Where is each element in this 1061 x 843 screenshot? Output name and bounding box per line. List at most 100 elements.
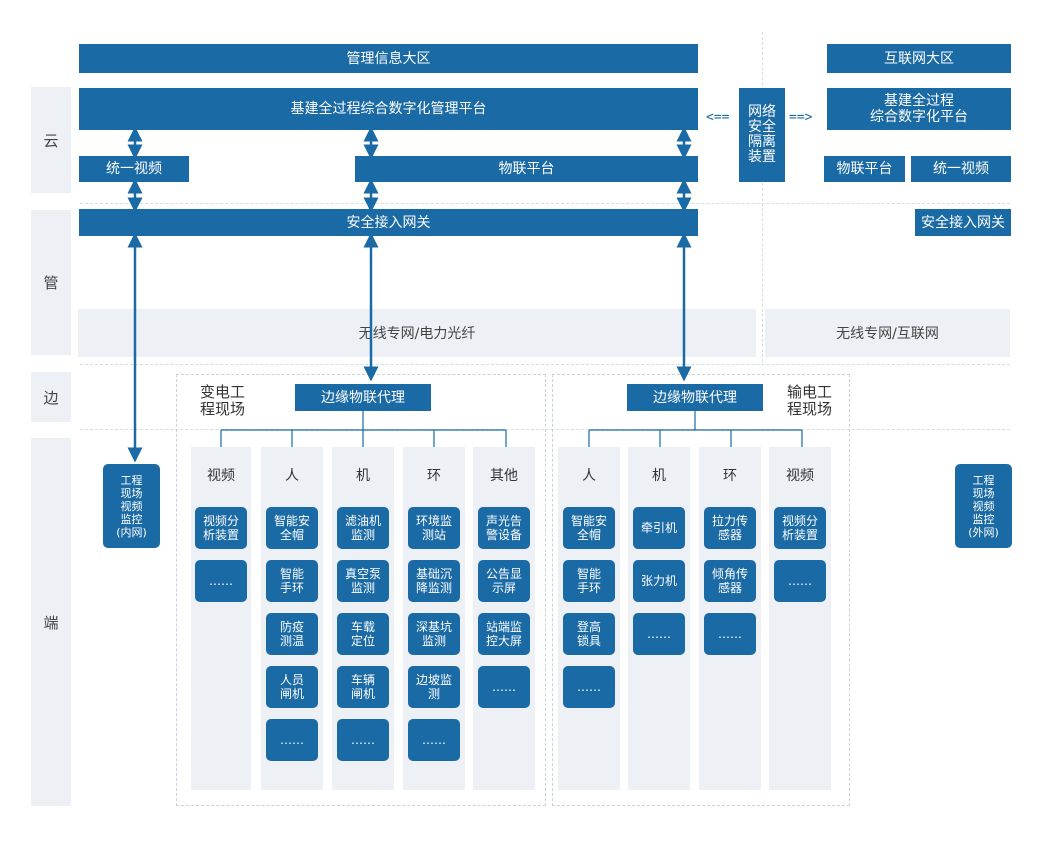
internet-zone-bar: 互联网大区	[827, 44, 1011, 73]
device-card: 智能 手环	[563, 560, 615, 602]
device-card: ……	[408, 719, 460, 761]
arrow-to-internet: ==>	[789, 110, 813, 125]
platform-main-label: 基建全过程综合数字化管理平台	[290, 101, 487, 117]
platform-right-label: 基建全过程 综合数字化平台	[870, 93, 968, 125]
sub-col-other: 其他 声光告 警设备 公告显 示屏 站端监 控大屏 ……	[473, 447, 535, 790]
device-card: 防疫 测温	[266, 613, 318, 655]
sub-col-environment: 环 环境监 测站 基础沉 降监测 深基坑 监测 边坡监 测 ……	[403, 447, 465, 790]
tree-transmission	[588, 411, 803, 447]
trans-col-environment-title: 环	[723, 468, 737, 484]
device-card: ……	[337, 719, 389, 761]
device-card: 真空泵 监测	[337, 560, 389, 602]
mgmt-zone-bar: 管理信息大区	[79, 44, 698, 73]
edge-proxy-left: 边缘物联代理	[295, 384, 431, 411]
internet-zone-label: 互联网大区	[884, 50, 954, 67]
device-card: 公告显 示屏	[478, 560, 530, 602]
isolation-device: 网络 安全 隔离 装置	[739, 88, 785, 182]
layer-pipe: 管	[31, 210, 71, 355]
device-card: 倾角传 感器	[704, 560, 756, 602]
sub-col-environment-title: 环	[427, 468, 441, 484]
arrow-to-mgmt: <==	[706, 110, 730, 125]
trans-col-machine-title: 机	[652, 468, 666, 484]
video-platform-left: 统一视频	[79, 156, 189, 182]
layer-cloud-label: 云	[43, 131, 59, 150]
iot-platform-right: 物联平台	[824, 156, 905, 182]
layer-pipe-label: 管	[43, 274, 59, 292]
device-card: 视频分 析装置	[774, 507, 826, 549]
gateway-left-label: 安全接入网关	[346, 214, 431, 231]
device-card: 视频分 析装置	[195, 507, 247, 549]
network-left: 无线专网/电力光纤	[78, 309, 756, 357]
divider-pipe-edge	[80, 364, 1010, 365]
transmission-label: 输电工 程现场	[787, 383, 833, 418]
layer-end: 端	[31, 438, 71, 806]
sub-col-machine: 机 滤油机 监测 真空泵 监测 车载 定位 车辆 闸机 ……	[332, 447, 394, 790]
video-monitor-inner: 工程 现场 视频 监控 (内网)	[103, 464, 160, 548]
video-left-label: 统一视频	[106, 161, 162, 177]
device-card: 基础沉 降监测	[408, 560, 460, 602]
sub-col-video: 视频 视频分 析装置 ……	[191, 447, 251, 790]
video-platform-right: 统一视频	[911, 156, 1011, 182]
network-right: 无线专网/互联网	[765, 309, 1010, 357]
layer-end-label: 端	[43, 613, 59, 632]
device-card: ……	[774, 560, 826, 602]
device-card: ……	[563, 666, 615, 708]
trans-col-environment: 环 拉力传 感器 倾角传 感器 ……	[699, 447, 761, 790]
device-card: 张力机	[633, 560, 685, 602]
sub-col-person-title: 人	[285, 468, 299, 484]
device-card: 智能 手环	[266, 560, 318, 602]
isolation-device-label: 网络 安全 隔离 装置	[748, 104, 776, 165]
tree-substation	[220, 411, 507, 447]
sub-col-machine-title: 机	[356, 468, 370, 484]
device-card: ……	[633, 613, 685, 655]
device-card: 智能安 全帽	[266, 507, 318, 549]
device-card: 智能安 全帽	[563, 507, 615, 549]
device-card: 站端监 控大屏	[478, 613, 530, 655]
device-card: 滤油机 监测	[337, 507, 389, 549]
device-card: 登高 锁具	[563, 613, 615, 655]
sub-col-person: 人 智能安 全帽 智能 手环 防疫 测温 人员 闸机 ……	[261, 447, 323, 790]
device-card: 环境监 测站	[408, 507, 460, 549]
sub-col-video-title: 视频	[207, 468, 235, 484]
video-monitor-outer: 工程 现场 视频 监控 (外网)	[955, 464, 1012, 548]
device-card: 边坡监 测	[408, 666, 460, 708]
mgmt-zone-label: 管理信息大区	[346, 50, 431, 67]
device-card: 深基坑 监测	[408, 613, 460, 655]
iot-right-label: 物联平台	[836, 161, 893, 177]
trans-col-person-title: 人	[582, 468, 596, 484]
network-right-label: 无线专网/互联网	[836, 326, 939, 342]
layer-edge-label: 边	[43, 388, 59, 407]
edge-proxy-right-label: 边缘物联代理	[653, 389, 737, 406]
device-card: ……	[704, 613, 756, 655]
device-card: ……	[195, 560, 247, 602]
platform-main: 基建全过程综合数字化管理平台	[79, 88, 698, 130]
security-gateway-left: 安全接入网关	[79, 209, 698, 236]
device-card: ……	[266, 719, 318, 761]
video-right-label: 统一视频	[933, 161, 989, 177]
device-card: 牵引机	[633, 507, 685, 549]
substation-zone	[176, 374, 546, 806]
divider-zones	[762, 32, 763, 362]
layer-edge: 边	[31, 372, 71, 422]
trans-col-video-title: 视频	[786, 468, 814, 484]
platform-right: 基建全过程 综合数字化平台	[827, 88, 1011, 130]
transmission-zone	[552, 374, 850, 806]
device-card: 人员 闸机	[266, 666, 318, 708]
layer-cloud: 云	[31, 87, 71, 193]
iot-left-label: 物联平台	[498, 161, 555, 177]
device-card: 车辆 闸机	[337, 666, 389, 708]
trans-col-video: 视频 视频分 析装置 ……	[769, 447, 831, 790]
edge-proxy-left-label: 边缘物联代理	[321, 389, 405, 406]
security-gateway-right: 安全接入网关	[915, 209, 1011, 236]
sub-col-other-title: 其他	[490, 468, 518, 484]
network-left-label: 无线专网/电力光纤	[358, 326, 476, 342]
device-card: ……	[478, 666, 530, 708]
edge-proxy-right: 边缘物联代理	[627, 384, 763, 411]
divider-cloud-pipe	[80, 203, 1010, 204]
trans-col-person: 人 智能安 全帽 智能 手环 登高 锁具 ……	[558, 447, 620, 790]
device-card: 拉力传 感器	[704, 507, 756, 549]
trans-col-machine: 机 牵引机 张力机 ……	[628, 447, 690, 790]
gateway-right-label: 安全接入网关	[921, 214, 1005, 231]
iot-platform-left: 物联平台	[355, 156, 698, 182]
